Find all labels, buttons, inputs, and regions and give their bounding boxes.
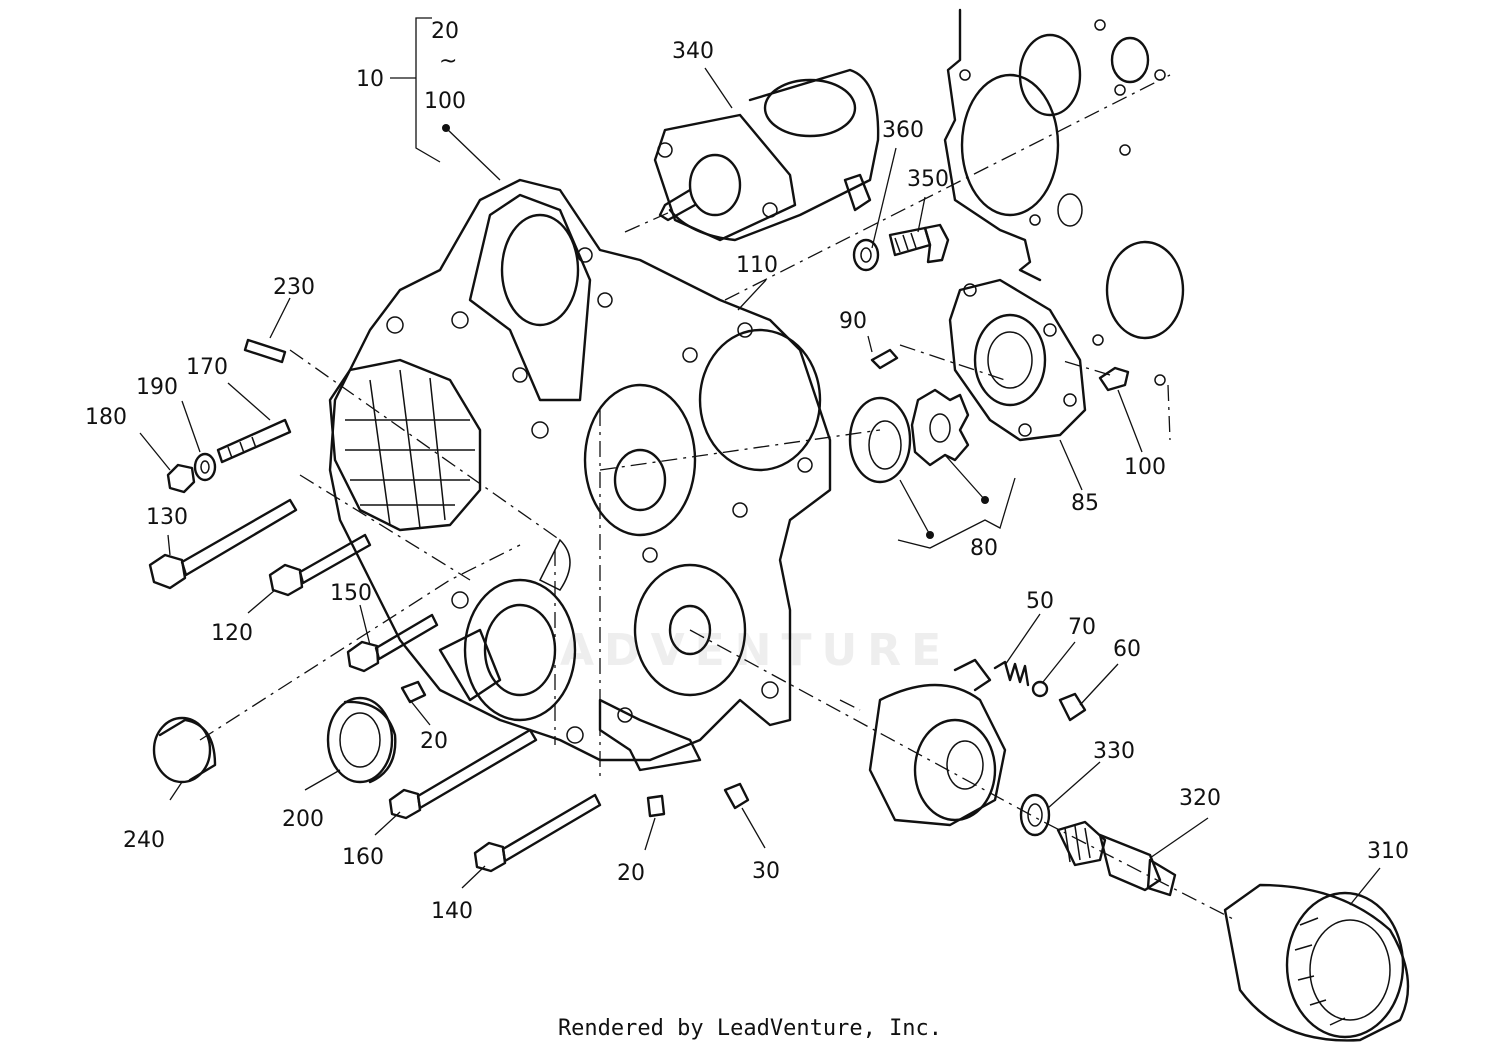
label-360: 360 (882, 118, 924, 143)
bolt-part-100 (1098, 366, 1130, 392)
label-340: 340 (672, 39, 714, 64)
label-20-top: 20 (431, 19, 459, 44)
label-240: 240 (123, 828, 165, 853)
label-310: 310 (1367, 839, 1409, 864)
plug-part-20-b (646, 794, 666, 818)
label-100-top: 100 (424, 89, 466, 114)
label-90: 90 (839, 309, 867, 334)
label-20-a: 20 (420, 729, 448, 754)
gear-case-cover-part-110 (328, 178, 832, 772)
oil-pump-part-85 (948, 278, 1087, 442)
plug-part-20-a (400, 680, 427, 704)
label-330: 330 (1093, 739, 1135, 764)
label-320: 320 (1179, 786, 1221, 811)
label-110: 110 (736, 253, 778, 278)
leader-lines (139, 17, 1381, 906)
bolt-part-160 (388, 728, 538, 820)
label-20-b: 20 (617, 861, 645, 886)
bolt-part-140 (473, 793, 602, 873)
label-350: 350 (907, 167, 949, 192)
plug-part-240 (152, 716, 217, 784)
label-170: 170 (186, 355, 228, 380)
oil-pump-rotor-part-80 (848, 388, 970, 484)
label-160: 160 (342, 845, 384, 870)
nut-part-180 (166, 463, 196, 494)
stud-part-230 (243, 338, 287, 364)
label-85: 85 (1071, 491, 1099, 516)
label-190: 190 (136, 375, 178, 400)
washer-part-360 (852, 238, 880, 272)
pin-part-90 (870, 348, 899, 370)
label-50: 50 (1026, 589, 1054, 614)
label-130: 130 (146, 505, 188, 530)
label-230: 230 (273, 275, 315, 300)
washer-part-190 (193, 452, 217, 482)
fitting-part-320 (1056, 820, 1177, 897)
plug-part-60 (1058, 692, 1087, 722)
solenoid-part-340 (653, 68, 880, 242)
washer-part-330 (1019, 793, 1051, 837)
label-30: 30 (752, 859, 780, 884)
label-150: 150 (330, 581, 372, 606)
engine-block-outline (943, 8, 1185, 441)
bolt-part-130 (148, 498, 298, 590)
bolt-part-120 (268, 533, 372, 597)
spring-part-50 (993, 660, 1030, 687)
part-number-labels: 20 ~ 10 100 340 360 350 110 230 170 190 … (85, 19, 1409, 924)
footer-credit: Rendered by LeadVenture, Inc. (557, 1016, 943, 1041)
label-140: 140 (431, 899, 473, 924)
oil-filter-base (868, 658, 1007, 827)
bolt-part-350 (888, 223, 950, 264)
label-120: 120 (211, 621, 253, 646)
plug-part-30 (723, 782, 750, 810)
oil-seal-part-200 (326, 696, 397, 784)
assembly-center-lines (199, 74, 1236, 921)
label-100: 100 (1124, 455, 1166, 480)
label-tilde: ~ (439, 49, 457, 74)
ball-part-70 (1031, 680, 1049, 698)
label-10: 10 (356, 67, 384, 92)
label-180: 180 (85, 405, 127, 430)
stud-part-170 (216, 418, 292, 464)
oil-filter-part-310 (1223, 883, 1410, 1042)
label-70: 70 (1068, 615, 1096, 640)
bolt-part-150 (346, 613, 439, 673)
label-80: 80 (970, 536, 998, 561)
watermark: ADVENTURE (560, 625, 951, 676)
label-60: 60 (1113, 637, 1141, 662)
label-200: 200 (282, 807, 324, 832)
